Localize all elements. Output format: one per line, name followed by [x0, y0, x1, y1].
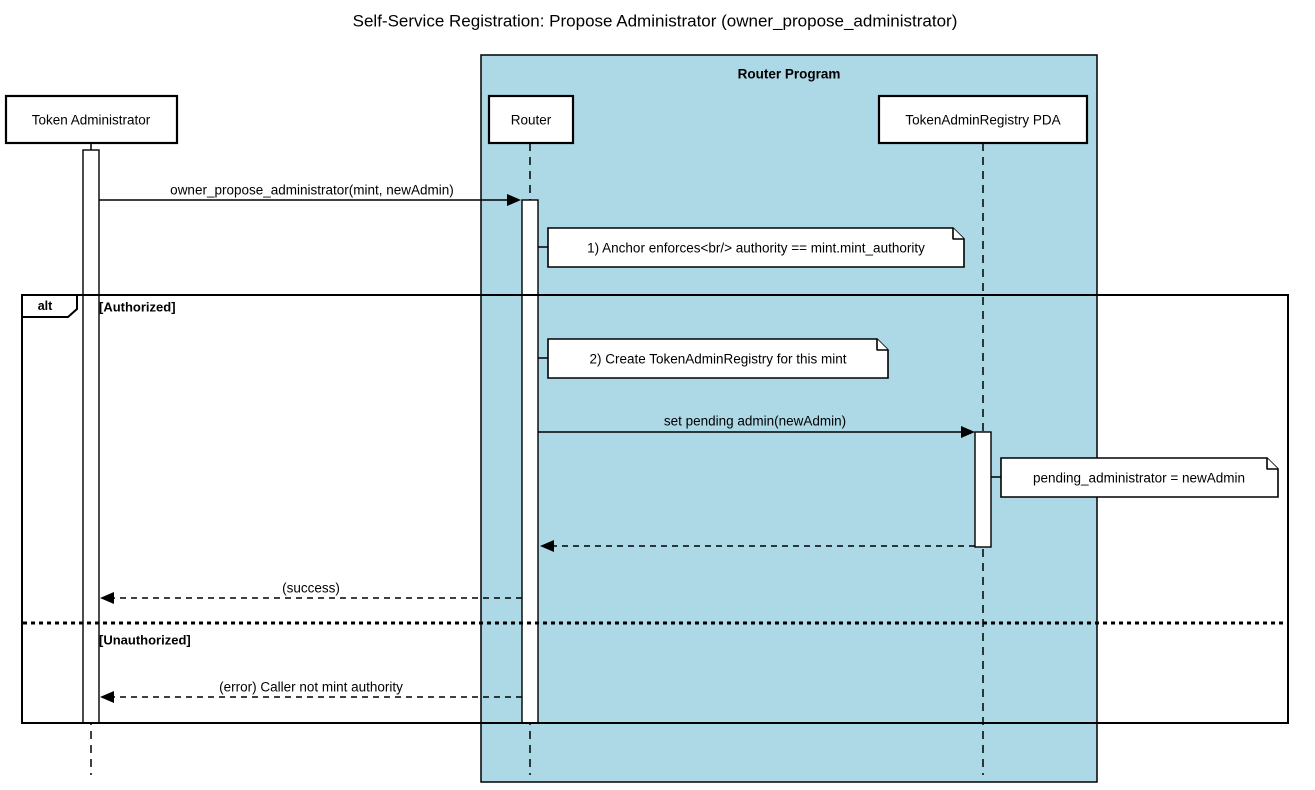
- participant-label-registry-pda: TokenAdminRegistry PDA: [905, 112, 1061, 128]
- note3-shape: [1000, 457, 1279, 498]
- participant-box-token-admin: [4, 94, 179, 145]
- participant-box-registry-pda: [877, 94, 1089, 145]
- message-label-error: (error) Caller not mint authority: [219, 679, 403, 695]
- note2-text: 2) Create TokenAdminRegistry for this mi…: [589, 351, 847, 367]
- alt-frame-label: alt: [37, 298, 53, 313]
- participant-box-router: [487, 94, 575, 145]
- note3-fold: [1266, 458, 1278, 470]
- activation-registry-pda: [974, 431, 992, 548]
- alt-condition-authorized: [Authorized]: [99, 299, 176, 315]
- arrowhead-set-pending-admin: [961, 426, 975, 438]
- alt-frame: [21, 294, 1289, 724]
- arrowhead-registry-return: [540, 540, 554, 552]
- activation-token-admin: [82, 149, 100, 724]
- activation-router: [521, 199, 539, 724]
- arrowhead-error: [100, 691, 114, 703]
- arrowhead-success: [100, 592, 114, 604]
- note3-text: pending_administrator = newAdmin: [1033, 470, 1245, 486]
- note1-fold: [952, 228, 964, 240]
- note2-shape: [547, 338, 889, 379]
- diagram-title: Self-Service Registration: Propose Admin…: [352, 11, 958, 31]
- note2-fold: [876, 339, 888, 351]
- participant-label-token-admin: Token Administrator: [31, 112, 151, 128]
- alt-condition-unauthorized: [Unauthorized]: [99, 632, 191, 648]
- router-program-container: [480, 54, 1098, 783]
- participant-label-router: Router: [510, 112, 552, 128]
- message-label-set-pending-admin: set pending admin(newAdmin): [663, 413, 847, 429]
- message-label-owner-propose: owner_propose_administrator(mint, newAdm…: [170, 182, 454, 198]
- arrowhead-owner-propose: [507, 194, 521, 206]
- note1-shape: [547, 227, 965, 268]
- router-program-label: Router Program: [737, 66, 841, 82]
- alt-frame-label-pentagon: [21, 294, 78, 318]
- message-label-success: (success): [282, 580, 340, 596]
- note1-text: 1) Anchor enforces<br/> authority == min…: [587, 240, 925, 256]
